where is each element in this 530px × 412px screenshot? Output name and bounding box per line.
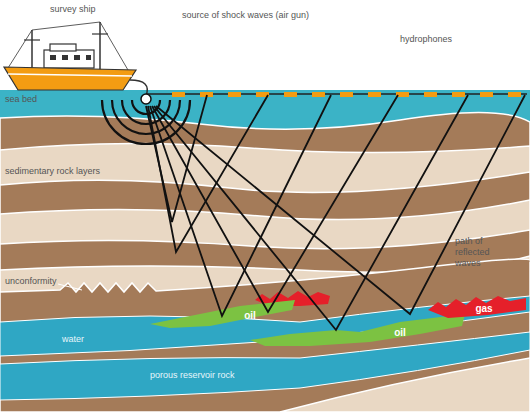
unconformity-layer (0, 259, 530, 412)
mast (99, 22, 101, 70)
yard (92, 33, 108, 34)
bridge (50, 44, 76, 51)
deposit-label: oil (394, 327, 406, 338)
unconformity-label: unconformity (5, 276, 75, 287)
rock-layer (0, 112, 530, 412)
hydrophone (228, 92, 241, 97)
deposit-label: oil (244, 310, 256, 321)
hydrophone (256, 92, 269, 97)
shock-wave (112, 100, 180, 134)
wave-path (152, 95, 398, 312)
reservoir-label: porous reservoir rock (150, 370, 280, 381)
hydrophone (508, 92, 521, 97)
wave-path (148, 95, 268, 252)
hydrophone-array (172, 92, 521, 97)
rigging (8, 30, 32, 68)
air-gun (141, 94, 151, 104)
reflected-wave-paths (146, 95, 525, 330)
wave-label: path of reflected waves (455, 236, 517, 269)
deposit-shape (150, 296, 295, 328)
hydrophone (312, 92, 325, 97)
wave-path (150, 95, 331, 316)
deposit-outline (150, 300, 295, 328)
rock-layer (0, 230, 530, 412)
survey-ship (4, 22, 136, 90)
hydrophone (200, 92, 213, 97)
leader-line (58, 284, 82, 290)
rigging (32, 22, 100, 30)
hydrophone (368, 92, 381, 97)
rigging (100, 22, 128, 70)
gas-deposit: gas (428, 294, 526, 318)
shock-wave (132, 100, 160, 114)
deposit-label: gas (475, 303, 492, 314)
hydrophone (452, 92, 465, 97)
hydrophone (480, 92, 493, 97)
window (74, 55, 80, 60)
window (50, 55, 56, 60)
rock-layer (0, 172, 530, 412)
deposit-outline (250, 314, 465, 346)
rock-layer (0, 143, 530, 412)
seabed-label: sea bed (5, 94, 65, 105)
hydrophone (340, 92, 353, 97)
sand-layer (280, 358, 530, 412)
hull-stripe (8, 74, 132, 76)
shock-wave (102, 100, 190, 144)
rock-layer (0, 200, 530, 412)
hydrophone-label: hydrophones (400, 34, 480, 45)
wave-path (154, 95, 468, 330)
wave-path (156, 95, 525, 314)
rock-layer (0, 256, 530, 412)
oil-deposit: oil (250, 306, 465, 346)
hydrophone (284, 92, 297, 97)
tow-cable (130, 80, 147, 96)
window (86, 55, 91, 60)
ship-label: survey ship (50, 4, 130, 15)
hydrophone (424, 92, 437, 97)
layer-label: sedimentary rock layers (5, 166, 135, 177)
hydrophone (172, 92, 185, 97)
wave-path (146, 95, 207, 222)
deposit-outline (428, 296, 526, 318)
oil-deposit: oil (150, 296, 295, 328)
water-label: water (62, 334, 112, 345)
shock-wave (122, 100, 170, 124)
hydrophone (396, 92, 409, 97)
source-label: source of shock waves (air gun) (182, 10, 352, 21)
mast (31, 30, 33, 68)
hull (4, 67, 136, 90)
window (62, 55, 68, 60)
sea (0, 90, 530, 412)
shock-waves (102, 100, 190, 144)
cabin (44, 50, 94, 68)
deposit-shape (250, 306, 465, 346)
